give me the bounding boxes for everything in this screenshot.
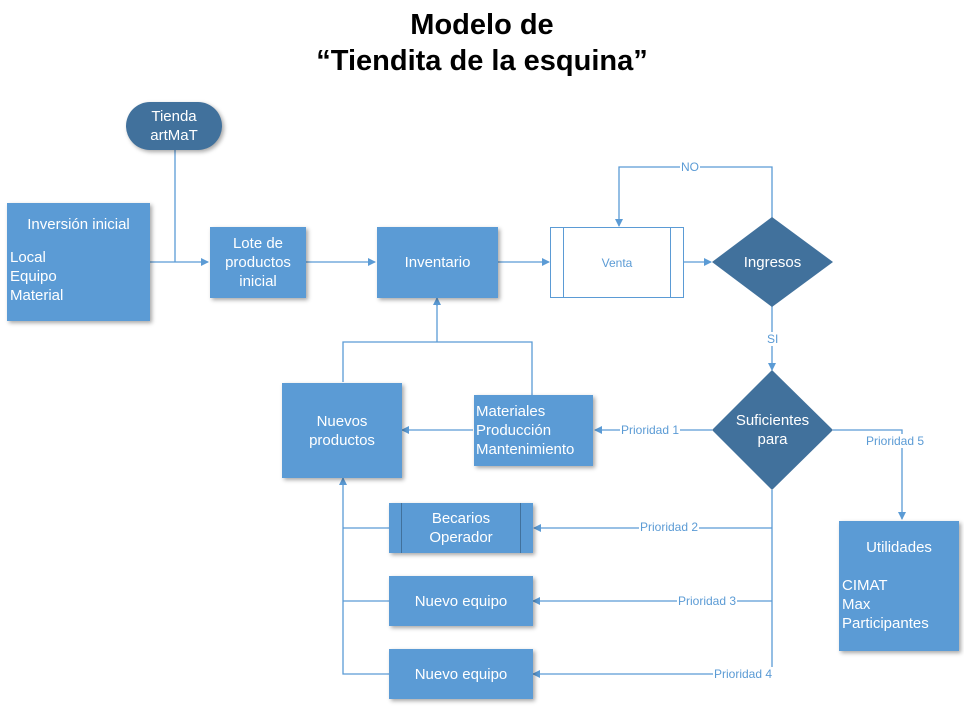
- materiales-box: Materiales Producción Mantenimiento: [474, 395, 593, 466]
- edge-label-prioridad-2: Prioridad 2: [639, 520, 700, 534]
- becarios-line1: Becarios: [431, 510, 491, 527]
- nuevos-productos-box: Nuevos productos: [282, 383, 402, 478]
- edge-label-si: SI: [766, 332, 780, 346]
- lote-line1: Lote de: [232, 235, 284, 252]
- utilidades-box: Utilidades CIMAT Max Participantes: [839, 521, 959, 651]
- nuevos-line2: productos: [309, 431, 375, 449]
- utilidades-item-participantes: Participantes: [842, 615, 929, 632]
- inventario-label: Inventario: [404, 254, 471, 271]
- nuevos-line1: Nuevos: [316, 412, 368, 430]
- tienda-terminal: Tienda artMaT: [126, 102, 222, 150]
- edge-prioridad-5: [833, 429, 906, 520]
- edge-label-no: NO: [680, 160, 700, 174]
- inversion-inicial-box: Inversión inicial Local Equipo Material: [7, 203, 150, 321]
- tienda-line1: Tienda: [151, 108, 197, 125]
- nuevo-equipo-box-2: Nuevo equipo: [389, 649, 533, 699]
- becarios-box: Becarios Operador: [389, 503, 533, 553]
- nuevo-equipo-1-label: Nuevo equipo: [414, 592, 508, 610]
- utilidades-item-max: Max: [842, 596, 871, 613]
- materiales-line3: Mantenimiento: [476, 441, 575, 458]
- diagram-title-line2: “Tiendita de la esquina”: [316, 45, 648, 77]
- becarios-line2: Operador: [429, 529, 493, 546]
- edge-label-prioridad-5: Prioridad 5: [865, 434, 926, 448]
- inversion-title: Inversión inicial: [27, 216, 130, 233]
- lote-productos-box: Lote de productos inicial: [210, 227, 306, 298]
- utilidades-title: Utilidades: [866, 539, 932, 556]
- edge-feedback-inventario: [342, 300, 533, 395]
- edge-label-prioridad-1: Prioridad 1: [620, 423, 681, 437]
- inversion-item-equipo: Equipo: [10, 268, 57, 285]
- nuevo-equipo-box-1: Nuevo equipo: [389, 576, 533, 626]
- venta-process-box: Venta: [550, 227, 684, 298]
- materiales-line1: Materiales: [476, 403, 546, 420]
- ingresos-label: Ingresos: [743, 254, 802, 271]
- suficientes-label: Suficientes para: [712, 411, 833, 449]
- materiales-line2: Producción: [476, 422, 552, 439]
- inversion-item-material: Material: [10, 287, 64, 304]
- edge-ingresos-no: [615, 166, 773, 227]
- inventario-box: Inventario: [377, 227, 498, 298]
- nuevo-equipo-2-label: Nuevo equipo: [414, 665, 508, 683]
- ingresos-diamond: [712, 217, 833, 307]
- suficientes-line2: para: [757, 431, 788, 448]
- suficientes-diamond: [712, 370, 833, 490]
- diagram-title-line1: Modelo de: [410, 9, 554, 41]
- edge-equipo-nuevos: [339, 477, 389, 675]
- tienda-line2: artMaT: [150, 127, 198, 144]
- edge-label-prioridad-3: Prioridad 3: [677, 594, 738, 608]
- edge-label-prioridad-4: Prioridad 4: [713, 667, 774, 681]
- suficientes-line1: Suficientes: [735, 412, 810, 429]
- lote-line3: inicial: [239, 273, 277, 290]
- utilidades-item-cimat: CIMAT: [842, 577, 888, 594]
- lote-line2: productos: [225, 254, 291, 271]
- inversion-item-local: Local: [10, 249, 46, 266]
- venta-label: Venta: [601, 255, 633, 270]
